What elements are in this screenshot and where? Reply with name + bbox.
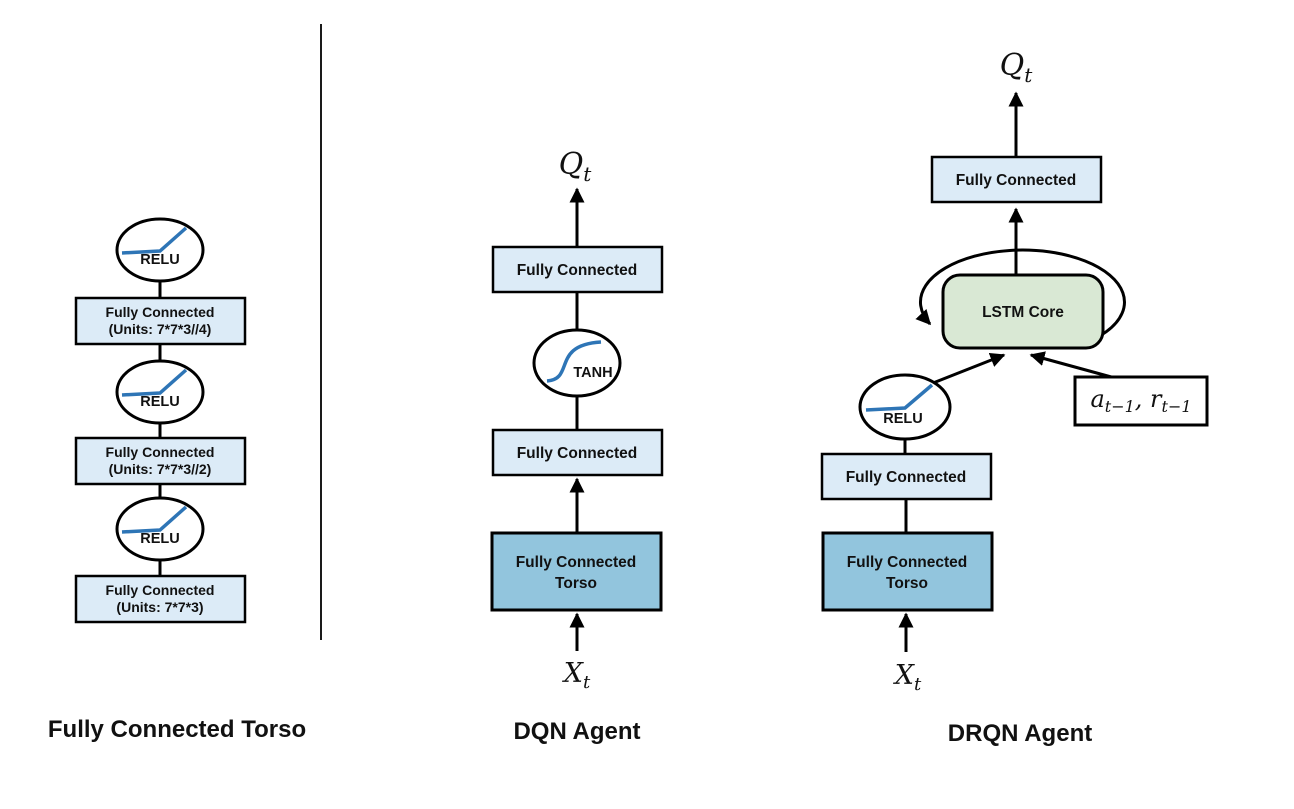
panel-caption-dqn: DQN Agent	[513, 718, 640, 745]
history-to-lstm-arrow	[1029, 351, 1116, 380]
math-base: a	[1090, 385, 1104, 413]
math-subscript: t	[583, 162, 592, 186]
lstm-core-box	[941, 273, 1105, 350]
fc-box-label: Fully Connected	[846, 469, 967, 486]
math-base: r	[1150, 385, 1163, 413]
xt-input-label: Xt	[893, 660, 922, 695]
relu-label: RELU	[140, 531, 179, 547]
relu-label: RELU	[883, 411, 922, 427]
math-base: Q	[1000, 48, 1025, 83]
fc-units-label: (Units: 7*7*3)	[116, 599, 203, 615]
math-base: Q	[559, 147, 584, 182]
math-subscript: t	[914, 674, 922, 695]
fc-units-box-3	[74, 574, 247, 624]
math-subscript: t	[583, 672, 591, 693]
fc-units-label: (Units: 7*7*3//4)	[109, 321, 212, 337]
math-subscript: t	[1024, 63, 1033, 87]
tanh-label: TANH	[573, 365, 612, 381]
fc-box-label: Fully Connected	[956, 172, 1077, 189]
fc-units-label: (Units: 7*7*3//2)	[109, 461, 212, 477]
relu-label: RELU	[140, 252, 179, 268]
history-label: at−1, rt−1	[1090, 385, 1191, 416]
torso-box-label-line2: Torso	[886, 575, 928, 592]
torso-box-label-line1: Fully Connected	[847, 554, 968, 571]
fc-output-box	[491, 245, 664, 294]
fc-box-label: Fully Connected	[517, 445, 638, 462]
math-base: X	[893, 660, 916, 691]
relu-curve-icon	[121, 226, 188, 255]
tanh-curve-icon	[546, 340, 602, 383]
relu-curve-icon	[865, 383, 934, 412]
fc-units-box-2	[74, 436, 247, 486]
relu-label: RELU	[140, 394, 179, 410]
fc-output-box	[930, 155, 1103, 204]
fc-box-label: Fully Connected	[517, 262, 638, 279]
lstm-core-label: LSTM Core	[982, 304, 1064, 321]
tanh-node	[532, 328, 622, 398]
relu-curve-icon	[121, 505, 188, 534]
xt-input-label: Xt	[562, 658, 591, 693]
fc-box-label: Fully Connected	[106, 304, 215, 320]
fc-box-label: Fully Connected	[106, 444, 215, 460]
torso-box-label-line1: Fully Connected	[516, 554, 637, 571]
torso-box-label-line2: Torso	[555, 575, 597, 592]
recurrent-loop-arrow	[915, 248, 1126, 347]
fc-box-label: Fully Connected	[106, 582, 215, 598]
math-separator: ,	[1135, 385, 1150, 413]
math-subscript: t−1	[1105, 397, 1135, 416]
panel-caption-torso: Fully Connected Torso	[48, 716, 306, 743]
math-subscript: t−1	[1162, 397, 1192, 416]
torso-box	[490, 531, 663, 612]
relu-to-lstm-arrow	[932, 352, 1006, 385]
fc-units-box-1	[74, 296, 247, 346]
relu-curve-icon	[121, 368, 188, 397]
drqn-panel: Qt Fully Connected LSTM Core RELU at−1, …	[820, 48, 1209, 747]
torso-panel: RELU Fully Connected (Units: 7*7*3//4) R…	[48, 217, 306, 743]
history-input-box	[1073, 375, 1209, 427]
fc-hidden-box	[491, 428, 664, 477]
qt-output-label: Qt	[559, 147, 593, 186]
fc-hidden-box	[820, 452, 993, 501]
dqn-panel: Qt Fully Connected TANH Fully Connected …	[490, 147, 664, 745]
math-base: X	[562, 658, 585, 689]
qt-output-label: Qt	[1000, 48, 1034, 87]
panel-caption-drqn: DRQN Agent	[948, 720, 1092, 747]
torso-box	[821, 531, 994, 612]
